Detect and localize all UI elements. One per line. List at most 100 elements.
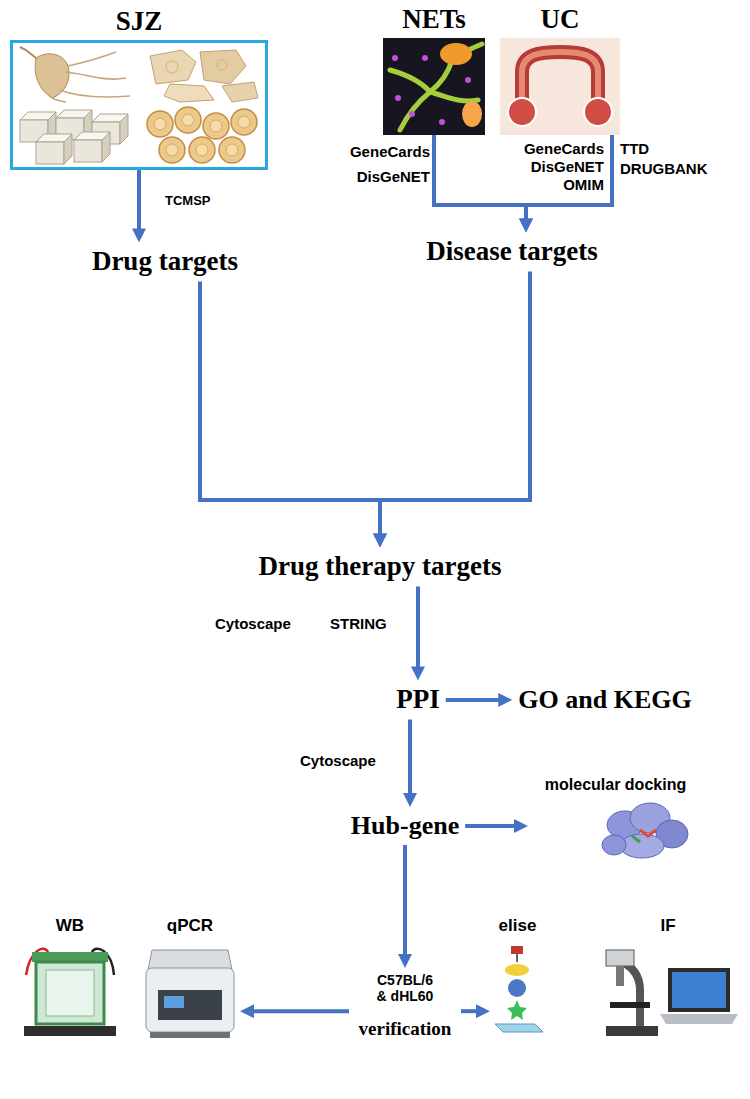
flow-arrow <box>249 1009 349 1013</box>
stage-plate <box>610 1002 650 1008</box>
base <box>24 1026 116 1036</box>
ligand <box>640 830 656 836</box>
herb-slice <box>219 137 245 163</box>
node-label: Disease targets <box>426 236 598 267</box>
qpcr-image <box>146 950 234 1038</box>
tank <box>36 962 104 1024</box>
verification-block: C57BL/6 & dHL60verification <box>349 968 461 1044</box>
image-ground <box>500 38 620 135</box>
source-label: GeneCards <box>524 140 604 157</box>
source-label: TTD <box>620 140 649 157</box>
image-panel: NETs <box>383 4 485 135</box>
node-label: GO and KEGG <box>518 685 691 715</box>
herb-cubes <box>20 110 128 164</box>
flow-arrow <box>461 1009 481 1013</box>
protein-lobe <box>602 835 626 855</box>
step-heading: PPI <box>390 680 446 719</box>
target-heading: Disease targets <box>420 232 604 271</box>
flow-arrow <box>408 720 412 799</box>
flow-arrow <box>434 135 526 223</box>
net-fibre <box>390 44 482 130</box>
node-label: Drug therapy targets <box>259 551 502 582</box>
herb-cube <box>36 134 72 164</box>
nets-image <box>383 38 485 135</box>
step-heading: Hub-gene <box>345 807 465 845</box>
ligand <box>632 836 640 842</box>
particle <box>439 119 445 125</box>
elisa-image <box>495 946 543 1032</box>
colon-image <box>500 38 620 135</box>
inflamed-section <box>508 98 536 126</box>
flow-arrow <box>137 170 141 233</box>
flow-arrow <box>416 587 420 672</box>
image-ground <box>383 38 485 135</box>
ginseng-root <box>20 47 130 102</box>
source-label: DRUGBANK <box>620 160 708 177</box>
machine-foot <box>150 1032 230 1038</box>
source-label: GeneCards <box>350 143 430 160</box>
front-panel <box>158 990 222 1020</box>
gel-cassette <box>46 970 94 1016</box>
flow-arrow <box>200 282 380 539</box>
root-piece <box>222 82 258 102</box>
piece-ring <box>166 61 178 73</box>
edge-label: Cytoscape <box>300 752 376 769</box>
herb-slice <box>175 107 201 133</box>
objective <box>616 966 624 986</box>
node-label: WB <box>20 916 120 936</box>
particle <box>409 111 415 117</box>
plate <box>495 1024 543 1032</box>
screen <box>164 996 184 1008</box>
source-label: OMIM <box>563 176 604 193</box>
node-label: Hub-gene <box>351 811 459 841</box>
linker <box>516 954 518 962</box>
method-panel: WB <box>20 916 120 1040</box>
herb-slice <box>159 137 185 163</box>
protein-lobe <box>620 834 664 858</box>
machine-body <box>146 968 234 1032</box>
neutrophil <box>462 101 482 127</box>
rootlet <box>68 52 116 66</box>
source-label: DisGeNET <box>531 158 604 175</box>
root-pieces <box>150 50 258 102</box>
node-label: elise <box>490 916 545 936</box>
particle <box>422 55 428 61</box>
enzyme <box>511 946 523 954</box>
method-panel: qPCR <box>140 916 240 1040</box>
microscope-image <box>606 950 738 1036</box>
particle <box>395 95 401 101</box>
signal <box>507 1000 527 1020</box>
target-heading: Drug therapy targets <box>253 547 508 586</box>
root-piece <box>200 50 246 84</box>
herb-slice <box>231 109 257 135</box>
node-label: NETs <box>383 4 485 35</box>
rootlet <box>52 98 66 102</box>
node-label: PPI <box>396 684 440 715</box>
root-neck <box>20 47 36 58</box>
laptop-screen <box>668 968 730 1012</box>
piece-ring <box>217 60 227 70</box>
source-label: STRING <box>330 615 387 632</box>
antigen <box>508 979 526 997</box>
edge-label: TCMSP <box>165 194 211 209</box>
rootlet <box>66 72 126 79</box>
node-label: C57BL/6 & dHL60 <box>373 972 437 1004</box>
antibody <box>505 964 529 976</box>
node-label: UC <box>500 4 620 35</box>
image-panel: UC <box>500 4 620 135</box>
flow-arrow <box>380 272 530 539</box>
neutrophil <box>440 43 472 65</box>
node-label: qPCR <box>140 916 240 936</box>
laptop-keyboard <box>660 1014 738 1024</box>
microscope-head <box>606 950 634 966</box>
particle <box>465 77 471 83</box>
flow-arrow <box>465 824 519 828</box>
step-heading: GO and KEGG <box>512 681 697 719</box>
herb-cube <box>74 132 110 162</box>
laptop-display <box>672 972 726 1008</box>
flow-arrow <box>446 698 504 702</box>
root-piece <box>150 50 196 84</box>
method-panel: IF <box>598 916 738 1040</box>
node-label: Drug targets <box>92 246 238 277</box>
